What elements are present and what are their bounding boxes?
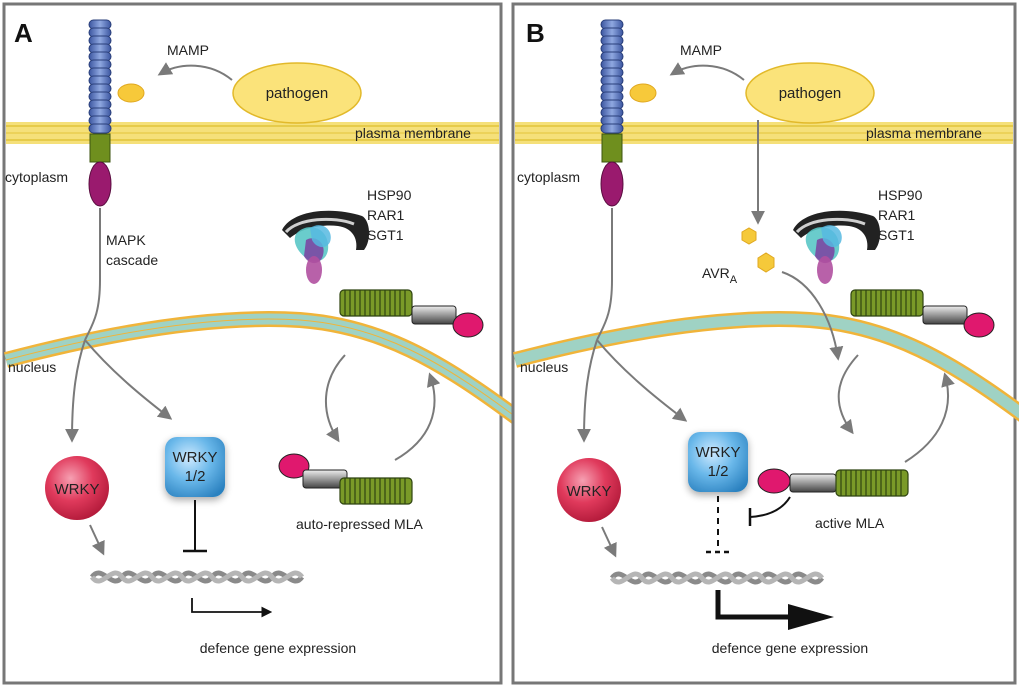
pathogen-b	[745, 62, 875, 124]
plasma-membrane	[6, 122, 499, 144]
plasma-membrane-label: plasma membrane	[355, 125, 471, 141]
nuclear-export-arrow	[394, 372, 441, 461]
mla-nbd-active	[789, 473, 837, 493]
cascade-label: cascade	[106, 252, 158, 268]
wrky-protein	[45, 456, 109, 520]
transcription-arrow-strong-head	[788, 604, 834, 630]
mamp-molecule	[117, 83, 145, 103]
wrky12-label-bottom: 1/2	[185, 468, 206, 485]
mla-coiled-coil-nucleus	[339, 477, 413, 505]
cytoplasm-label-b: cytoplasm	[517, 169, 580, 185]
defence-gene-expression-label-b: defence gene expression	[712, 640, 868, 656]
nuclear-import-arrow	[325, 354, 346, 443]
panel-a-letter: A	[14, 18, 33, 48]
arrow-to-wrky	[65, 339, 86, 443]
wrky-activation-arrow	[89, 524, 105, 556]
mla-inhibits-wrky12-line	[749, 496, 791, 518]
wrky-label: WRKY	[55, 481, 100, 498]
nuclear-export-arrow-b	[904, 372, 955, 463]
dna-helix-b	[612, 574, 822, 582]
mla-lrr-cytoplasm-b	[963, 312, 995, 338]
mla-state-label: auto-repressed MLA	[296, 516, 424, 532]
rar1-label: RAR1	[367, 207, 405, 223]
mla-lrr-nucleus	[278, 453, 310, 479]
mla-coiled-coil-cytoplasm-b	[850, 289, 924, 317]
mapk-signal-line	[84, 208, 101, 341]
nucleus-label-b: nucleus	[520, 359, 568, 375]
mamp-release-arrow-b	[669, 62, 745, 81]
nuclear-import-arrow-b	[837, 354, 859, 435]
panel-b: B plasma membrane cytoplasm pathogen MAM…	[511, 2, 1019, 685]
plasma-membrane-b	[515, 122, 1013, 144]
arrow-to-wrky12	[84, 339, 173, 420]
mapk-signal-line-b	[596, 208, 613, 341]
sgt1-label-b: SGT1	[878, 227, 915, 243]
hsp90-label: HSP90	[367, 187, 412, 203]
wrky12-protein	[165, 437, 225, 497]
mla-coiled-coil-cytoplasm	[339, 289, 413, 317]
hsp90-label-b: HSP90	[878, 187, 923, 203]
arrow-to-wrky-b	[577, 339, 598, 443]
pattern-recognition-receptor	[88, 19, 112, 207]
wrky12-label-top: WRKY	[173, 449, 218, 466]
mla-state-label-b: active MLA	[815, 515, 885, 531]
arrow-to-wrky12-b	[596, 339, 688, 422]
mamp-label-b: MAMP	[680, 42, 722, 58]
mla-lrr-active	[757, 468, 791, 494]
mla-nbd-cytoplasm	[411, 305, 457, 325]
avr-effector-1	[741, 227, 757, 245]
mamp-release-arrow	[157, 62, 233, 81]
cytoplasm-label: cytoplasm	[5, 169, 68, 185]
mla-coiled-coil-active	[835, 469, 909, 497]
defence-gene-expression-label: defence gene expression	[200, 640, 356, 656]
pathogen-label-b: pathogen	[779, 85, 842, 102]
mla-lrr-cytoplasm	[452, 312, 484, 338]
wrky-protein-b	[557, 458, 621, 522]
sgt1-label: SGT1	[367, 227, 404, 243]
pathogen-label: pathogen	[266, 85, 329, 102]
avr-effector-2	[757, 252, 775, 273]
wrky-label-b: WRKY	[567, 483, 612, 500]
panel-a: A plasma membrane cytoplasm pathogen MAM…	[2, 2, 525, 685]
nucleus-label: nucleus	[8, 359, 56, 375]
wrky12-protein-b	[688, 432, 748, 492]
wrky12-label-bottom-b: 1/2	[708, 463, 729, 480]
pattern-recognition-receptor-b	[600, 19, 624, 207]
mapk-label: MAPK	[106, 232, 146, 248]
mamp-label: MAMP	[167, 42, 209, 58]
transcription-arrow-strong	[715, 590, 790, 620]
plasma-membrane-label-b: plasma membrane	[866, 125, 982, 141]
rar1-label-b: RAR1	[878, 207, 916, 223]
pathogen	[232, 62, 362, 124]
dna-helix	[92, 573, 302, 581]
wrky12-label-top-b: WRKY	[696, 444, 741, 461]
wrky-activation-arrow-b	[601, 526, 617, 558]
avr-label: AVRA	[702, 265, 738, 286]
mamp-molecule-b	[629, 83, 657, 103]
transcription-arrow-weak	[191, 598, 273, 618]
effector-nuclear-arrow	[781, 271, 844, 361]
panel-b-letter: B	[526, 18, 545, 48]
mla-nbd-cytoplasm-b	[922, 305, 968, 325]
